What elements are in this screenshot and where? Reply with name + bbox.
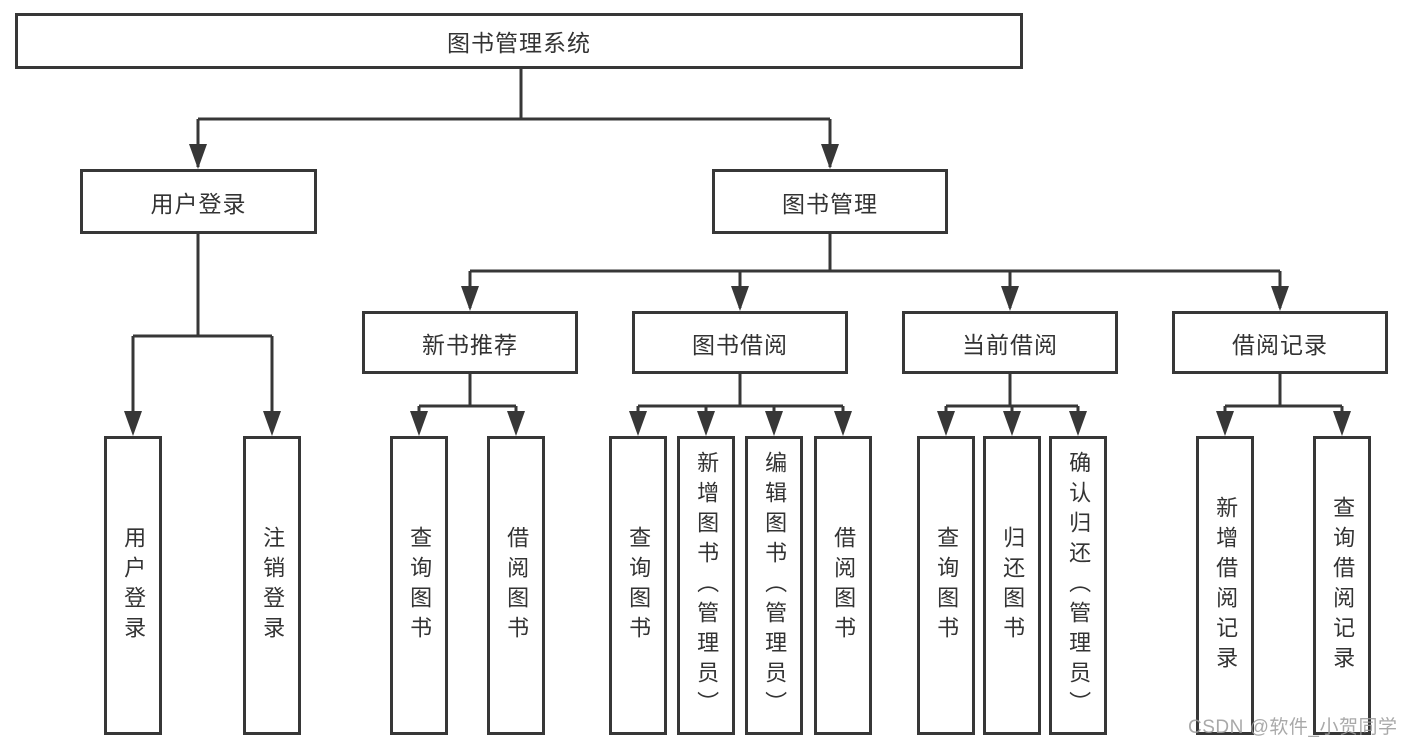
leaf-edit-book-admin: 编辑图书（管理员） [745,436,803,735]
node-user-login: 用户登录 [80,169,317,234]
leaf-label: 编辑图书（管理员） [762,450,788,721]
leaf-add-book-admin: 新增图书（管理员） [677,436,735,735]
node-label: 图书借阅 [692,331,788,358]
node-label: 新书推荐 [422,331,518,358]
leaf-label: 查询借阅记录 [1330,495,1356,676]
leaf-confirm-return-admin: 确认归还（管理员） [1049,436,1107,735]
node-label: 当前借阅 [962,331,1058,358]
leaf-label: 查询图书 [934,525,960,646]
node-label: 图书管理 [782,190,878,217]
leaf-label: 借阅图书 [504,525,530,646]
node-book-borrowing: 图书借阅 [632,311,848,374]
node-label: 借阅记录 [1232,331,1328,358]
leaf-label: 归还图书 [1000,525,1026,646]
arrowheads [124,144,1351,436]
node-book-management: 图书管理 [712,169,948,234]
leaf-return-books: 归还图书 [983,436,1041,735]
leaf-label: 查询图书 [626,525,652,646]
node-library-system: 图书管理系统 [15,13,1023,69]
node-label: 用户登录 [150,190,247,217]
leaf-label: 借阅图书 [831,525,857,646]
leaf-label: 注销登录 [260,525,286,646]
leaf-label: 确认归还（管理员） [1066,450,1092,721]
leaf-query-books: 查询图书 [390,436,448,735]
leaf-query-books: 查询图书 [609,436,667,735]
connector-paths [131,69,1344,432]
node-label: 图书管理系统 [447,30,591,56]
node-borrowing-records: 借阅记录 [1172,311,1388,374]
leaf-label: 用户登录 [121,525,147,646]
leaf-borrow-books: 借阅图书 [814,436,872,735]
leaf-logout: 注销登录 [243,436,301,735]
leaf-add-borrow-record: 新增借阅记录 [1196,436,1254,735]
leaf-user-login: 用户登录 [104,436,162,735]
node-current-borrowing: 当前借阅 [902,311,1118,374]
leaf-borrow-books: 借阅图书 [487,436,545,735]
leaf-label: 新增图书（管理员） [694,450,720,721]
leaf-label: 新增借阅记录 [1213,495,1239,676]
leaf-query-books: 查询图书 [917,436,975,735]
csdn-watermark: CSDN @软件_小贺同学 [1188,717,1398,738]
node-new-book-recommendation: 新书推荐 [362,311,578,374]
leaf-label: 查询图书 [407,525,433,646]
leaf-query-borrow-record: 查询借阅记录 [1313,436,1371,735]
